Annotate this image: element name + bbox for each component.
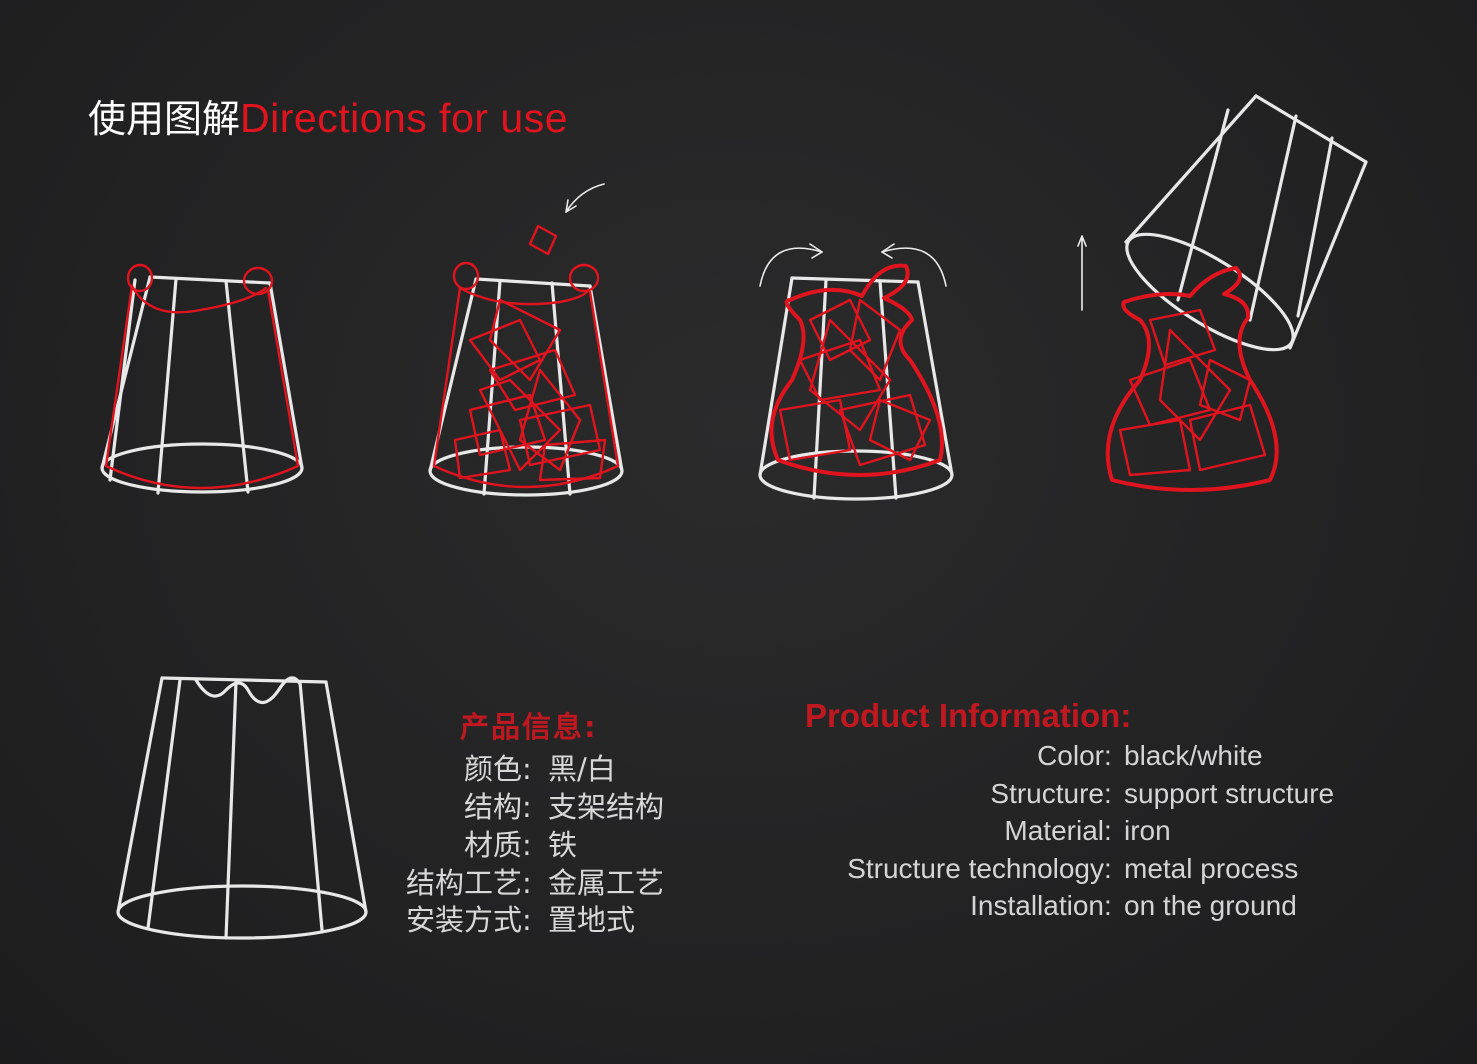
en-value: support structure [1124, 778, 1335, 809]
en-label: Installation [970, 890, 1104, 921]
en-info-row: Installation: on the ground [806, 890, 1297, 922]
en-label: Structure technology [847, 853, 1104, 884]
cn-label: 安装方式 [405, 903, 522, 937]
frame-with-clips-icon [100, 263, 304, 495]
cn-value: 支架结构 [548, 790, 665, 824]
cn-sep: : [522, 866, 532, 900]
en-value: on the ground [1124, 890, 1297, 921]
cn-label: 结构 [463, 790, 522, 824]
en-info-row: Color: black/white [806, 740, 1263, 772]
en-label: Color [1037, 740, 1104, 771]
cn-value: 置地式 [548, 903, 636, 937]
cn-value: 黑/白 [548, 752, 616, 786]
lift-frame-icon [1077, 94, 1368, 492]
cn-sep: : [522, 828, 532, 862]
empty-frame-icon [116, 676, 368, 940]
cn-info-row: 材质: 铁 [372, 822, 577, 864]
title-en: Directions for use [240, 95, 569, 141]
title-cn: 使用图解 [88, 97, 241, 141]
en-sep: : [1104, 853, 1112, 884]
cn-sep: : [522, 752, 532, 786]
en-value: iron [1124, 815, 1171, 846]
cn-sep: : [522, 790, 532, 824]
cn-info-row: 结构工艺: 金属工艺 [372, 860, 664, 902]
en-value: black/white [1124, 740, 1263, 771]
en-sep: : [1104, 890, 1112, 921]
en-sep: : [1104, 815, 1112, 846]
cn-label: 结构工艺 [405, 866, 522, 900]
items-falling-into-bag-icon [428, 183, 624, 497]
tie-bag-icon [758, 243, 954, 501]
en-info-row: Structure technology: metal process [806, 853, 1298, 885]
cn-info-heading: 产品信息: [460, 710, 598, 744]
en-label: Structure [990, 778, 1104, 809]
cn-info-row: 颜色: 黑/白 [372, 746, 616, 788]
en-sep: : [1104, 778, 1112, 809]
cn-value: 铁 [548, 828, 578, 862]
en-label: Material [1004, 815, 1104, 846]
cn-value: 金属工艺 [548, 866, 665, 900]
cn-info-row: 安装方式: 置地式 [372, 897, 635, 939]
cn-info-row: 结构: 支架结构 [372, 784, 664, 826]
cn-sep: : [522, 903, 532, 937]
en-info-heading: Product Information: [805, 697, 1132, 734]
en-info-row: Material: iron [806, 815, 1171, 847]
cn-label: 材质 [463, 828, 522, 862]
en-info-row: Structure: support structure [806, 778, 1334, 810]
page-title: 使用图解Directions for use [88, 98, 568, 139]
en-sep: : [1104, 740, 1112, 771]
en-value: metal process [1124, 853, 1299, 884]
cn-label: 颜色 [463, 752, 522, 786]
